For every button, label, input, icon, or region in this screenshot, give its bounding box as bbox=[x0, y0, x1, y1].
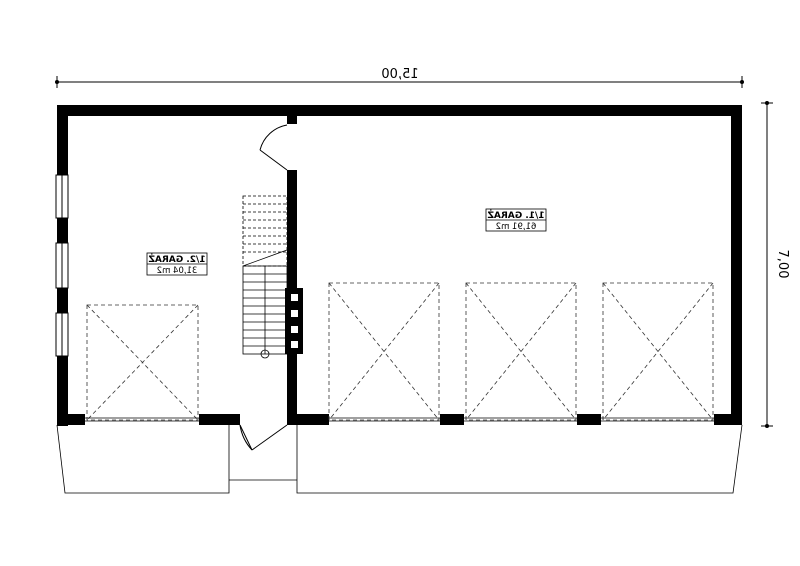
left-windows bbox=[55, 174, 69, 357]
width-dimension: 15,00 bbox=[55, 67, 744, 88]
vent-blocks bbox=[285, 288, 303, 354]
garage-door-2 bbox=[465, 282, 577, 421]
lower-door bbox=[239, 424, 288, 451]
room-area-main: 61,91 m2 bbox=[496, 222, 537, 232]
opening-sills bbox=[85, 417, 714, 422]
upper-door bbox=[259, 124, 288, 171]
room-label-main: 1/1. GARAŻ 61,91 m2 bbox=[485, 208, 547, 232]
staircase bbox=[242, 195, 288, 359]
garage-door-small bbox=[86, 304, 199, 421]
room-label-small: 1/2. GARAŻ 31,04 m2 bbox=[146, 252, 208, 276]
garage-door-1 bbox=[328, 282, 440, 421]
room-name-small: 1/2. GARAŻ bbox=[148, 254, 206, 265]
width-label: 15,00 bbox=[381, 67, 418, 82]
garage-doors bbox=[86, 282, 714, 421]
depth-dimension: 7,00 bbox=[761, 101, 790, 428]
driveway-outline bbox=[56, 424, 743, 494]
room-name-main: 1/1. GARAŻ bbox=[487, 210, 545, 221]
room-area-small: 31,04 m2 bbox=[157, 266, 198, 276]
garage-door-3 bbox=[602, 282, 714, 421]
depth-label: 7,00 bbox=[775, 250, 790, 279]
